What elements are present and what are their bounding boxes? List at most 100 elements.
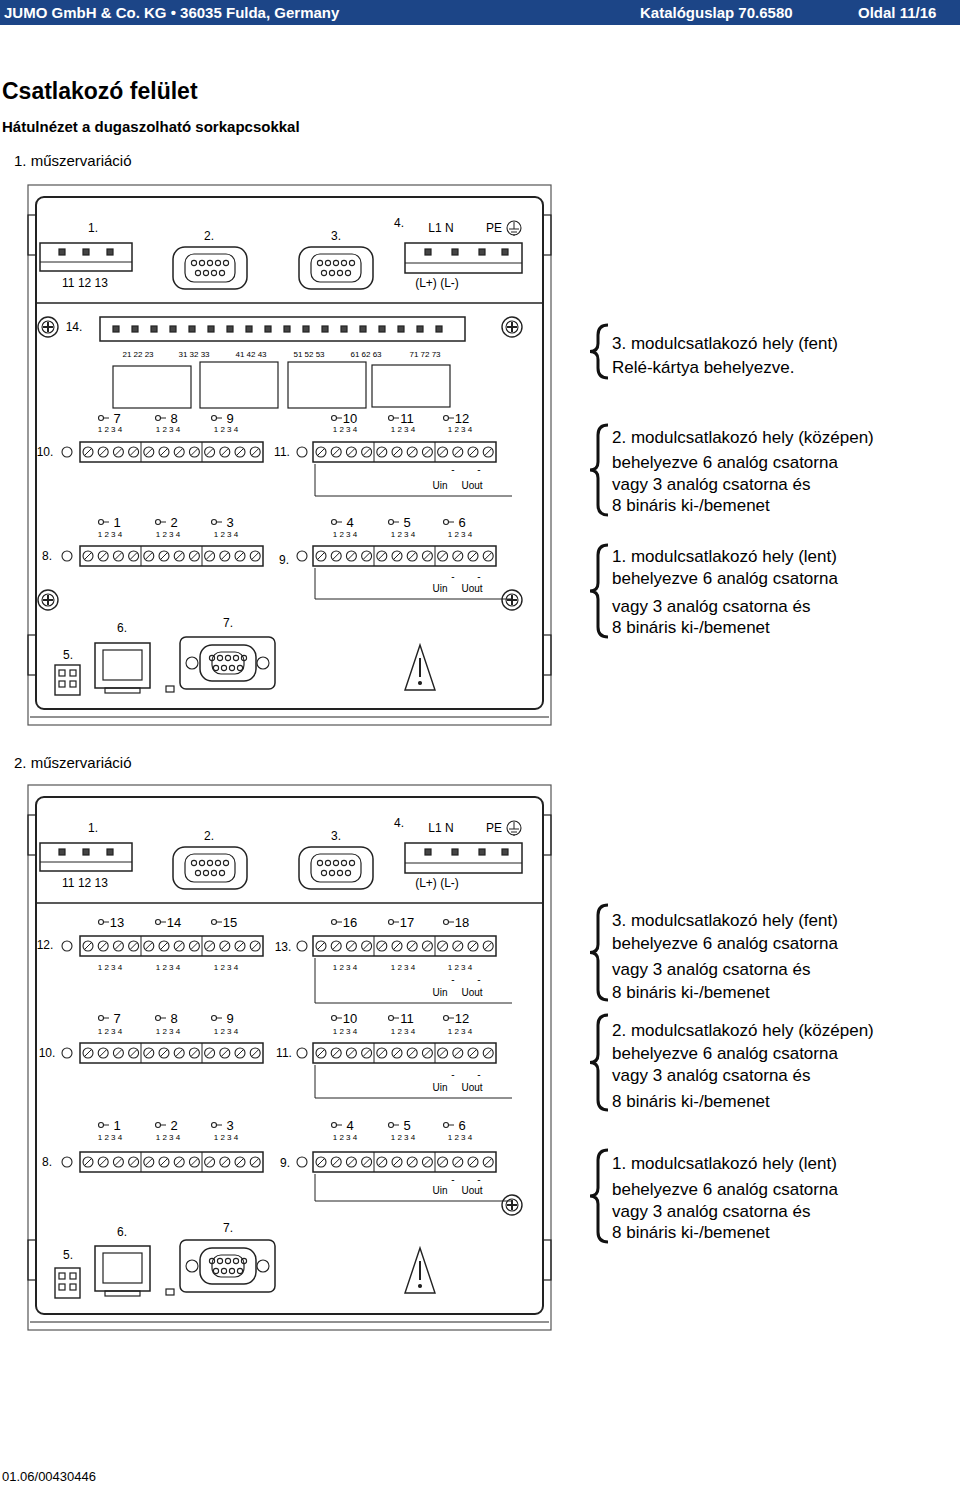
mounting-screw	[42, 321, 54, 333]
terminal-screw	[407, 941, 417, 951]
dsub-pin	[221, 665, 226, 670]
terminal-screw	[100, 449, 106, 455]
terminal-screw	[161, 943, 167, 949]
annotation-text: vagy 3 analóg csatorna és	[612, 476, 810, 493]
strip-divider	[374, 936, 375, 956]
plug-key-symbol	[104, 922, 110, 923]
dsub-pin	[225, 655, 230, 660]
annotation-text: Relé-kártya behelyezve.	[612, 359, 794, 376]
terminal-screw	[394, 553, 400, 559]
terminal-screw	[422, 447, 432, 457]
polarity-mark: -	[451, 572, 454, 582]
pin-numbers: 1 2 3 4	[391, 1028, 415, 1036]
strip-divider	[202, 1043, 203, 1063]
variant-heading: 1. műszervariáció	[14, 153, 132, 168]
dsub-pin	[207, 260, 212, 265]
rj45-socket	[105, 1291, 140, 1296]
plug-pin	[479, 849, 485, 855]
strip-divider	[435, 936, 436, 956]
pin-numbers: 1 2 3 4	[333, 426, 357, 434]
plug-key-symbol	[444, 416, 449, 421]
terminal-screw	[98, 1048, 108, 1058]
signal-name: Uin	[432, 1083, 447, 1093]
terminal-screw	[161, 1159, 167, 1165]
terminal-screw	[483, 941, 493, 951]
terminal-screw	[379, 943, 385, 949]
document-number: 01.06/00430446	[2, 1470, 96, 1483]
terminal-screw	[250, 447, 260, 457]
relay-terminal	[398, 326, 404, 332]
mounting-screw	[511, 595, 513, 605]
dsub-pin	[199, 260, 204, 265]
plug-number: 3	[226, 1119, 233, 1132]
terminal-screw	[470, 449, 476, 455]
terminal-screw	[220, 1048, 230, 1058]
pin-numbers: 1 2 3 4	[448, 964, 472, 972]
annotation-text: behelyezve 6 analóg csatorna	[612, 1181, 838, 1198]
small-connector-pin	[59, 1284, 65, 1290]
signal-name: Uin	[432, 1186, 447, 1196]
terminal-screw	[83, 1048, 93, 1058]
terminal-screw	[470, 1159, 476, 1165]
plug-key-symbol	[104, 1125, 110, 1126]
terminal-screw	[333, 449, 339, 455]
annotation-text: 8 bináris ki-/bemenet	[612, 497, 770, 514]
strip-divider	[374, 442, 375, 462]
header-text: JUMO GmbH & Co. KG • 36035 Fulda, German…	[4, 5, 339, 20]
ground-symbol	[514, 222, 515, 229]
relay-terminal	[208, 326, 214, 332]
terminal-screw	[394, 1159, 400, 1165]
terminal-screw	[455, 553, 461, 559]
housing-tab	[28, 635, 36, 675]
terminal-screw	[222, 943, 228, 949]
terminal-screw	[438, 1157, 448, 1167]
plug-number: 11	[400, 1012, 414, 1025]
pin-numbers: 1 2 3 4	[333, 1134, 357, 1142]
annotation-text: vagy 3 analóg csatorna és	[612, 598, 810, 615]
terminal-screw	[453, 447, 463, 457]
dsub-pin	[241, 1258, 246, 1263]
terminal-screw	[468, 1048, 478, 1058]
dsub-pin	[223, 260, 228, 265]
plug-pin	[479, 249, 485, 255]
strip-divider	[435, 1152, 436, 1172]
terminal-screw	[346, 551, 356, 561]
terminal-screw	[453, 551, 463, 561]
mounting-hole	[62, 447, 72, 457]
subtitle: Hátulnézet a dugaszolható sorkapcsokkal	[2, 119, 300, 134]
dsub-pin	[317, 260, 322, 265]
terminal-screw	[409, 449, 415, 455]
plug-number: 6	[458, 1119, 465, 1132]
terminal-screw	[346, 1048, 356, 1058]
plug-key-symbol	[444, 520, 449, 525]
dsub-pin	[199, 860, 204, 865]
dsub-pin	[325, 260, 330, 265]
terminal-screw	[453, 1157, 463, 1167]
terminal-screw	[205, 941, 215, 951]
slot-number: 10.	[39, 1047, 56, 1059]
plug-key-symbol	[449, 522, 455, 523]
plug-key-symbol	[212, 1123, 217, 1128]
terminal-screw	[161, 1050, 167, 1056]
terminal-screw	[379, 449, 385, 455]
strip-divider	[141, 936, 142, 956]
mounting-screw	[47, 322, 49, 332]
strip-divider	[374, 1043, 375, 1063]
housing-tab	[543, 815, 551, 855]
terminal-screw	[348, 1050, 354, 1056]
mounting-hole	[62, 1048, 72, 1058]
terminal-screw	[316, 551, 326, 561]
plug-key-symbol	[394, 418, 400, 419]
plug-pin	[83, 249, 89, 255]
pin-numbers: 1 2 3 4	[391, 1134, 415, 1142]
dsub-screw	[186, 1260, 198, 1272]
terminal-screw	[146, 1050, 152, 1056]
annotation-text: 2. modulcsatlakozó hely (középen)	[612, 429, 874, 446]
plug-pin	[425, 849, 431, 855]
ground-symbol	[507, 221, 521, 235]
terminal-screw	[483, 1157, 493, 1167]
terminal-screw	[362, 447, 372, 457]
warning-triangle	[419, 1261, 421, 1280]
dsub-pin	[209, 1258, 214, 1263]
terminal-screw	[333, 1050, 339, 1056]
